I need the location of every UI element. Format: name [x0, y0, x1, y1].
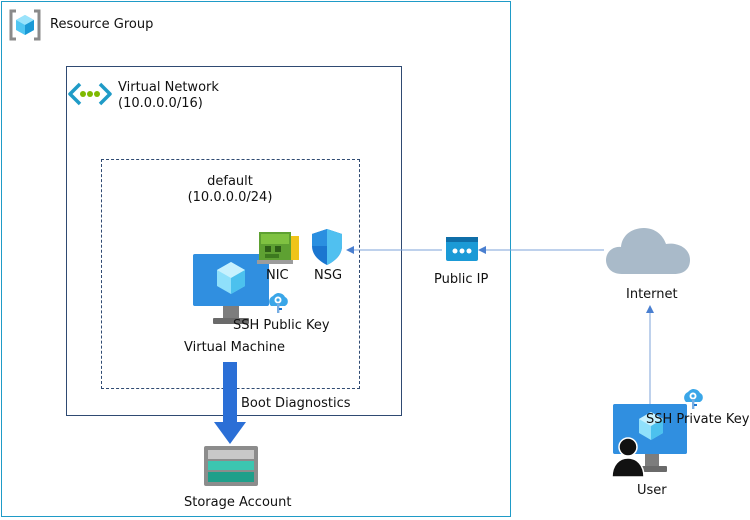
ssh-public-key-label: SSH Public Key — [233, 318, 330, 333]
resource-group-label: Resource Group — [50, 17, 154, 32]
boot-diagnostics-arrow — [214, 362, 246, 444]
storage-account-icon — [204, 446, 258, 486]
subnet-cidr: (10.0.0.0/24) — [187, 190, 273, 205]
user-person-icon — [611, 437, 645, 478]
virtual-network-name: Virtual Network — [118, 80, 219, 95]
public-ip-label: Public IP — [434, 272, 489, 287]
ssh-public-key-icon — [269, 293, 288, 313]
subnet-name: default — [207, 174, 253, 189]
nic-label: NIC — [266, 268, 289, 283]
user-label: User — [637, 483, 667, 498]
nsg-shield-icon — [312, 229, 342, 265]
resource-group-icon — [9, 9, 41, 41]
virtual-machine-label: Virtual Machine — [184, 340, 286, 355]
ssh-private-key-label: SSH Private Key — [646, 412, 750, 427]
internet-label: Internet — [626, 287, 678, 302]
boot-diagnostics-label: Boot Diagnostics — [241, 396, 351, 411]
public-ip-icon — [446, 237, 478, 261]
ssh-private-key-icon — [684, 389, 703, 409]
resource-group-boundary — [1, 1, 511, 517]
virtual-network-icon — [68, 82, 112, 106]
nsg-label: NSG — [314, 268, 343, 283]
nic-icon — [257, 232, 299, 264]
cloud-icon — [606, 228, 690, 274]
virtual-network-cidr: (10.0.0.0/16) — [118, 96, 203, 111]
storage-account-label: Storage Account — [184, 495, 292, 510]
virtual-machine-icon — [193, 254, 269, 324]
